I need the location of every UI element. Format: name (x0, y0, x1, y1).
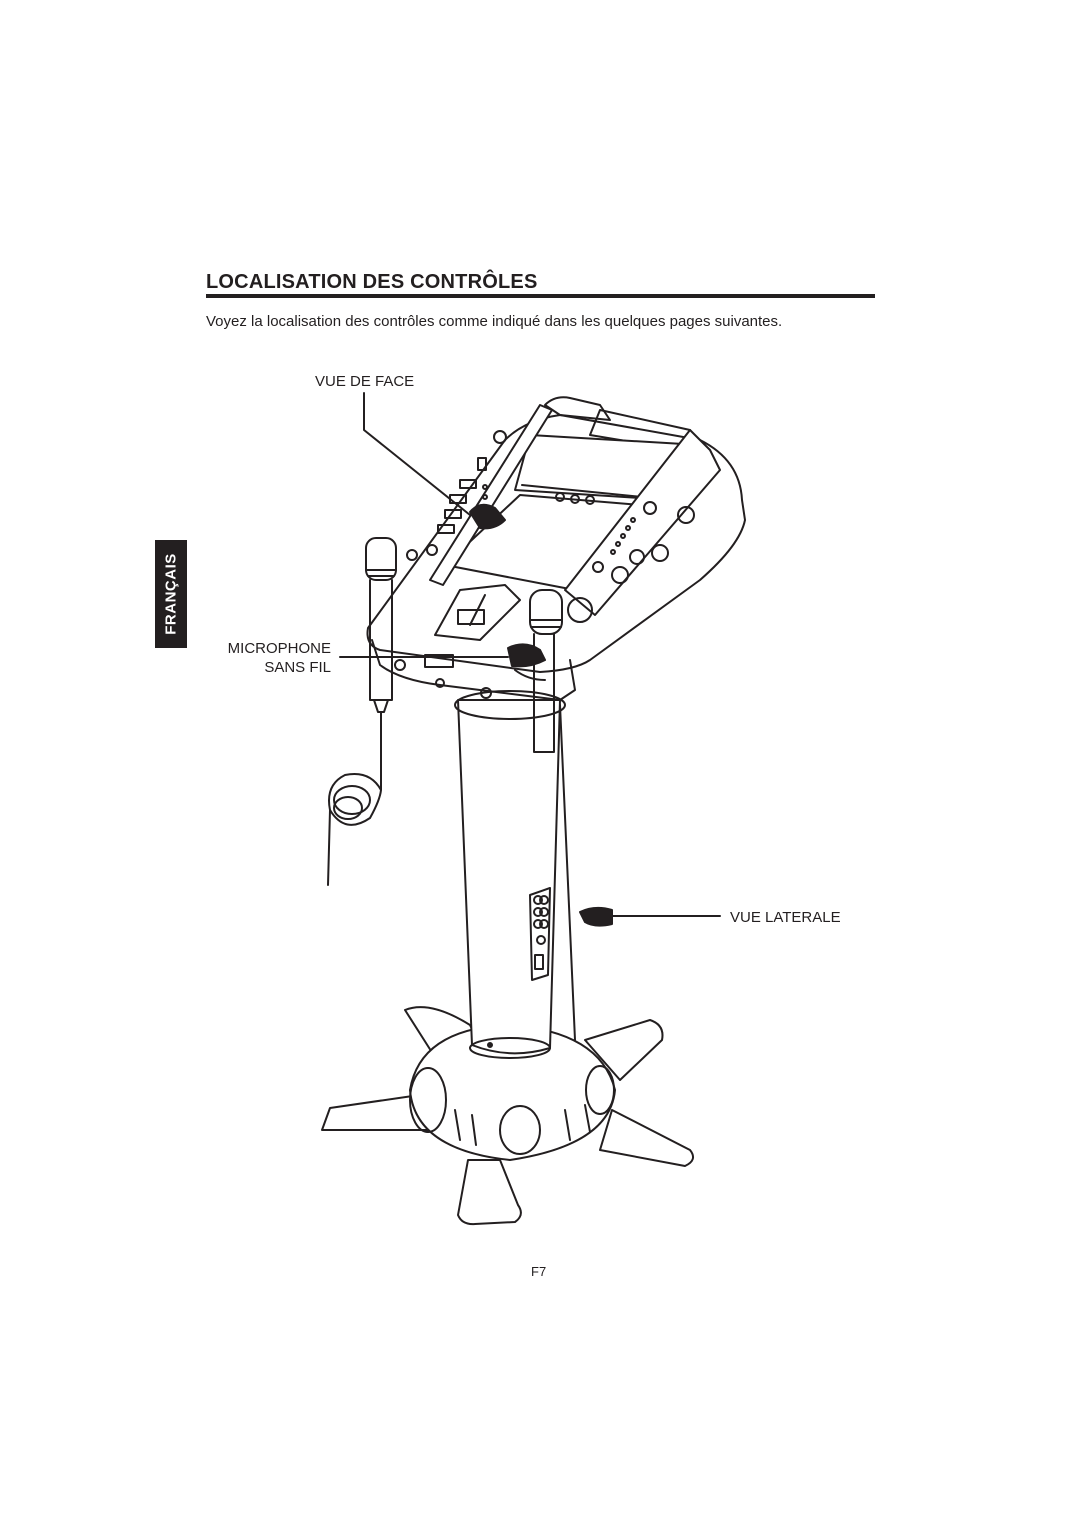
callout-front-view (363, 392, 506, 530)
side-panel (529, 887, 551, 981)
language-tab: FRANÇAIS (155, 540, 187, 648)
microphone-right (529, 589, 563, 753)
page-number: F7 (531, 1264, 547, 1279)
head-unit (366, 396, 746, 701)
label-wireless-mic-line1: MICROPHONE (227, 640, 331, 657)
intro-text: Voyez la localisation des contrôles comm… (206, 313, 783, 330)
pillar (454, 690, 576, 1059)
section-title: LOCALISATION DES CONTRÔLES (206, 271, 538, 293)
title-underline (206, 294, 875, 298)
callout-side-view (579, 906, 721, 927)
left-buttons (406, 430, 507, 561)
callout-wireless-mic (339, 643, 546, 668)
label-side-view: VUE LATERALE (730, 909, 841, 926)
label-front-view: VUE DE FACE (315, 373, 415, 390)
right-buttons (567, 501, 695, 623)
microphone-left (327, 537, 397, 886)
label-wireless-mic-line2: SANS FIL (264, 659, 331, 676)
